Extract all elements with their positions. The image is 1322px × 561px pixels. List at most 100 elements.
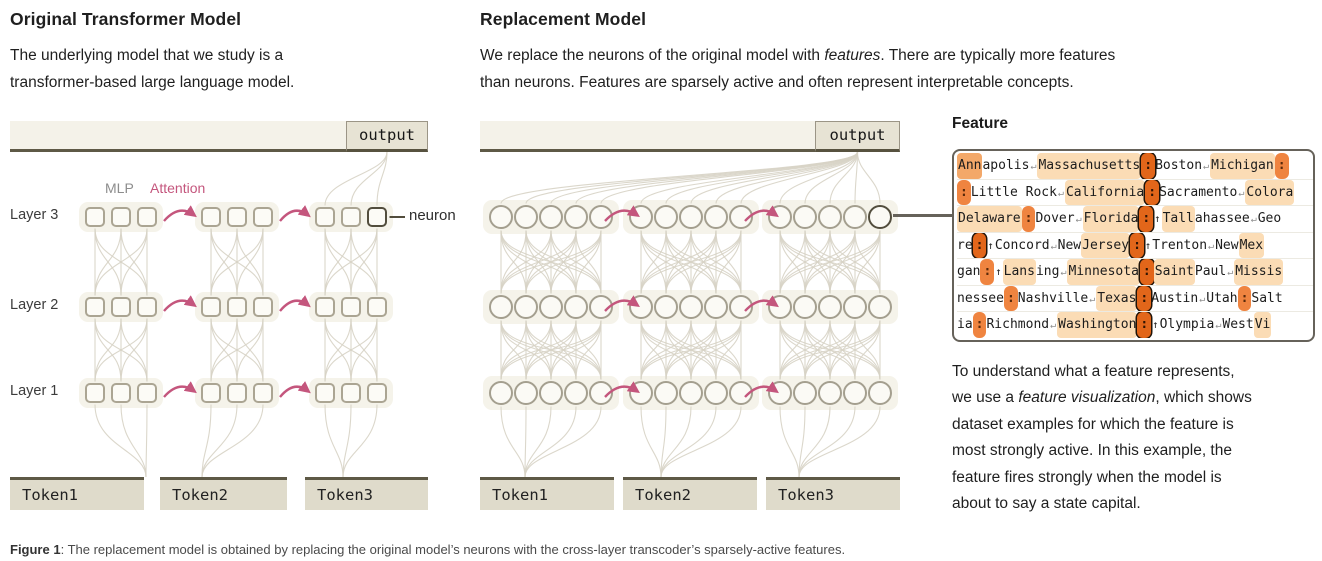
feature-node xyxy=(514,205,538,229)
neuron-node xyxy=(367,297,387,317)
feature-visualization-box: Annapolis↵ Massachusetts: Boston↵ Michig… xyxy=(952,149,1315,342)
token-highlight: Missis xyxy=(1234,259,1284,285)
token-highlight: Mex xyxy=(1238,232,1265,258)
feature-node xyxy=(868,381,892,405)
feature-example-row: nessee: Nashville↵ Texas: Austin↵ Utah: … xyxy=(957,285,1313,312)
neuron-node xyxy=(315,297,335,317)
colon-token-highlight-outlined: : xyxy=(1130,232,1144,258)
feature-node xyxy=(843,205,867,229)
return-icon: ↵ xyxy=(1203,161,1210,172)
token-highlight: Washington xyxy=(1057,312,1138,338)
feature-panel: Feature Annapolis↵ Massachusetts: Boston… xyxy=(952,113,1318,518)
token-text: gan xyxy=(957,264,981,279)
feature-node xyxy=(489,205,513,229)
colon-token-highlight: : xyxy=(1237,285,1252,311)
return-icon: ↵ xyxy=(1060,267,1067,278)
layer-label: Layer 2 xyxy=(10,297,59,313)
token-box: Token2 xyxy=(160,477,287,510)
up-arrow-icon: ↑ xyxy=(987,239,994,252)
token-text: Richmond xyxy=(986,317,1050,332)
figure-caption: Figure 1: The replacement model is obtai… xyxy=(10,542,845,557)
token-text: ee xyxy=(1234,211,1250,226)
feature-node xyxy=(768,381,792,405)
up-arrow-icon: ↑ xyxy=(1152,319,1159,331)
feature-connector-line xyxy=(893,214,952,217)
return-icon: ↵ xyxy=(1030,161,1037,172)
neuron-node xyxy=(227,297,247,317)
neuron-node xyxy=(201,297,221,317)
connections-svg xyxy=(94,151,388,478)
attention-label: Attention xyxy=(150,180,206,196)
token-highlight: Lans xyxy=(1002,259,1036,285)
feature-node xyxy=(729,205,753,229)
neuron-node xyxy=(85,207,105,227)
neuron-node xyxy=(85,297,105,317)
token-text: Conc xyxy=(994,237,1027,253)
neuron-node xyxy=(85,383,105,403)
feature-node xyxy=(654,381,678,405)
colon-token-highlight-outlined: : xyxy=(972,232,987,258)
feature-node xyxy=(768,205,792,229)
replacement-model-section: Replacement Model We replace the neurons… xyxy=(480,9,1260,96)
token-text: Paul xyxy=(1194,264,1227,279)
feature-node xyxy=(793,295,817,319)
token-box: Token3 xyxy=(766,477,900,510)
feature-description-line: feature fires strongly when the model is xyxy=(952,468,1222,486)
mlp-label: MLP xyxy=(105,180,134,196)
neuron-node xyxy=(227,207,247,227)
token-text: Nashville xyxy=(1017,290,1089,306)
feature-node xyxy=(679,205,703,229)
token-highlight: Florida xyxy=(1082,206,1140,232)
colon-token-highlight-outlined: : xyxy=(1137,312,1152,338)
feature-node xyxy=(818,295,842,319)
original-model-title: Original Transformer Model xyxy=(10,9,242,29)
output-box: output xyxy=(815,121,900,152)
layer-label: Layer 3 xyxy=(10,207,59,223)
feature-description-line: about to say a state capital. xyxy=(952,495,1141,512)
token-text: Dover xyxy=(1035,211,1075,226)
connections-svg xyxy=(500,151,881,478)
feature-description-line: To understand what a feature represents, xyxy=(952,362,1235,380)
feature-node xyxy=(654,205,678,229)
feature-node xyxy=(589,205,613,229)
neuron-node xyxy=(341,207,361,227)
replacement-model-title: Replacement Model xyxy=(480,9,647,29)
token-text: nessee xyxy=(957,290,1004,306)
figure-caption-text: : The replacement model is obtained by r… xyxy=(60,542,846,557)
neuron-node xyxy=(253,207,273,227)
neuron-node xyxy=(201,207,221,227)
token-text: enton xyxy=(1167,237,1208,253)
neuron-node xyxy=(315,207,335,227)
feature-node xyxy=(818,381,842,405)
colon-token-highlight-outlined: : xyxy=(1137,285,1152,311)
return-icon: ↵ xyxy=(1057,187,1064,199)
token-highlight-strong: Ann xyxy=(957,153,983,179)
feature-panel-title: Feature xyxy=(952,115,1008,132)
feature-example-row: : Little Rock↵ California: Sacramento↵ C… xyxy=(957,179,1313,206)
neuron-node xyxy=(137,207,157,227)
return-icon: ↵ xyxy=(1227,267,1234,278)
neuron-node xyxy=(341,297,361,317)
feature-node xyxy=(629,205,653,229)
token-text: re xyxy=(957,237,973,253)
token-text: Geo xyxy=(1257,211,1282,226)
colon-token-highlight: : xyxy=(972,312,987,338)
neuron-node xyxy=(253,297,273,317)
feature-node xyxy=(514,295,538,319)
token-text: ass xyxy=(1210,211,1235,226)
neuron-label: neuron xyxy=(409,207,456,224)
original-intro-line: The underlying model that we study is a xyxy=(10,47,284,64)
feature-node xyxy=(629,295,653,319)
colon-token-highlight: : xyxy=(1274,153,1289,179)
token-highlight: Minnesota xyxy=(1067,259,1140,285)
feature-node xyxy=(589,295,613,319)
token-box: Token1 xyxy=(480,477,614,510)
neuron-node xyxy=(111,207,131,227)
feature-node xyxy=(843,295,867,319)
token-box: Token2 xyxy=(623,477,757,510)
colon-token-highlight: : xyxy=(1021,206,1036,232)
neuron-node xyxy=(137,297,157,317)
